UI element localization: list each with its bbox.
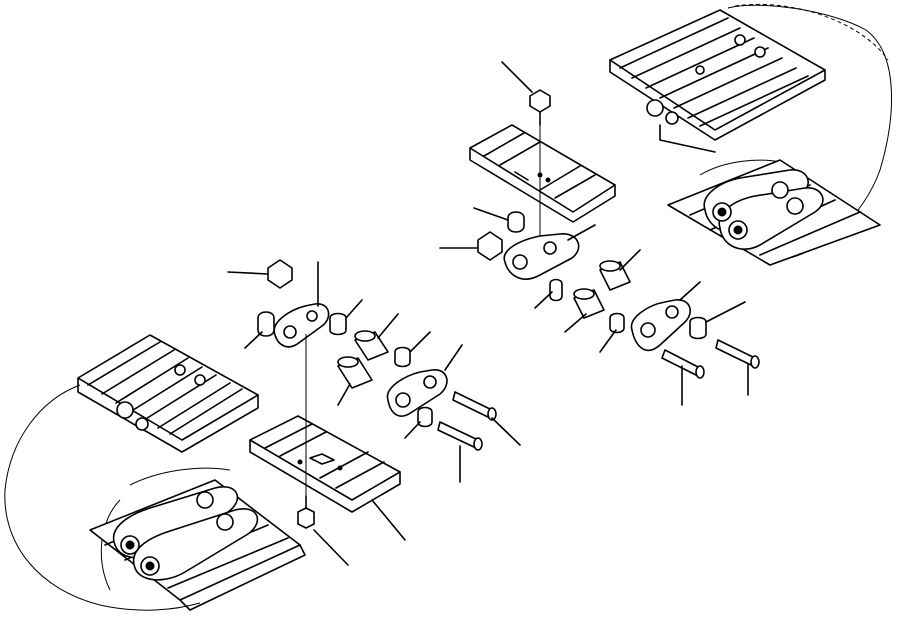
upper-shoe-plate	[469, 124, 616, 223]
lower-nuts-and-link	[227, 259, 330, 349]
lower-track-loop	[4, 384, 231, 611]
upper-pins	[661, 301, 760, 406]
upper-link-left	[503, 224, 596, 280]
lower-track-shoes	[77, 334, 259, 453]
upper-bushings	[534, 249, 641, 353]
upper-track-links	[667, 159, 881, 266]
upper-track-shoes	[609, 9, 826, 153]
lower-shoe-plate	[249, 415, 406, 541]
lower-bolt	[297, 334, 349, 566]
upper-bolt	[501, 61, 551, 240]
upper-link-right	[630, 281, 701, 352]
lower-track-links	[89, 479, 306, 611]
lower-pins	[404, 391, 521, 483]
lower-bushings-center	[329, 299, 431, 406]
upper-nuts	[439, 207, 525, 261]
lower-link-center	[386, 344, 463, 417]
